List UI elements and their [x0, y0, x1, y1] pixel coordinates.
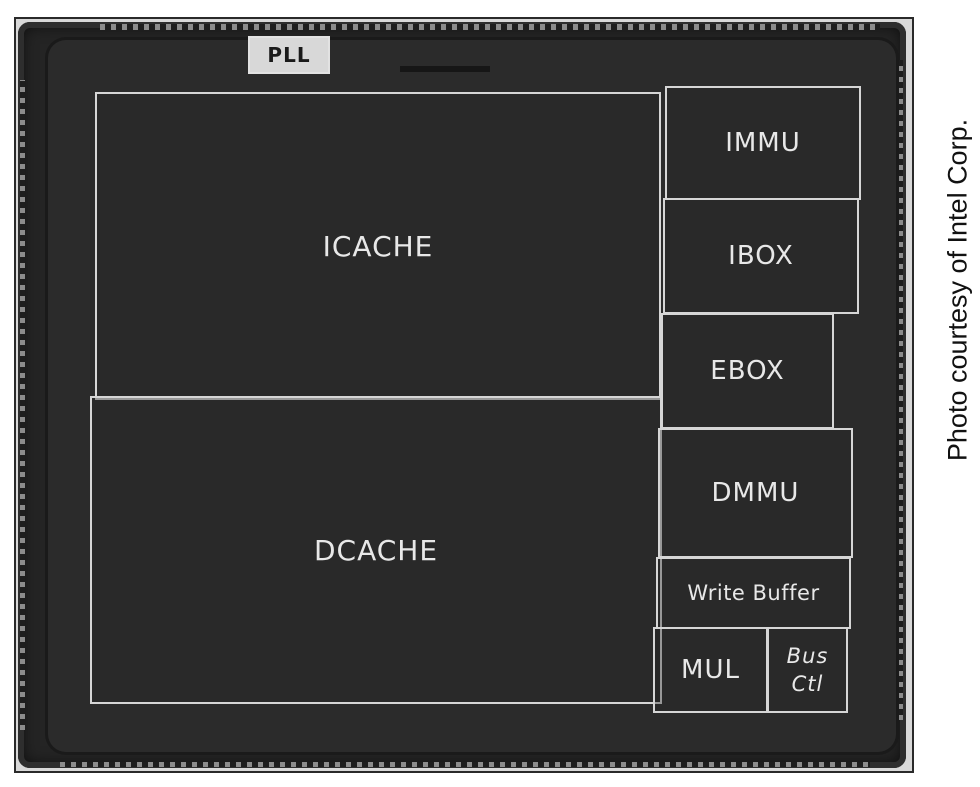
- block-dcache: DCACHE: [90, 396, 662, 704]
- photo-credit: Photo courtesy of Intel Corp.: [943, 119, 974, 461]
- block-bus-ctl-label-line1: Bus: [787, 642, 829, 670]
- block-dmmu-label: DMMU: [712, 478, 800, 508]
- block-pll: PLL: [248, 36, 330, 74]
- block-bus-ctl: Bus Ctl: [767, 627, 848, 713]
- block-ebox: EBOX: [661, 313, 834, 429]
- block-bus-ctl-label-line2: Ctl: [792, 670, 824, 698]
- block-ebox-label: EBOX: [710, 356, 784, 386]
- block-write-buffer: Write Buffer: [656, 557, 851, 629]
- block-mul-label: MUL: [681, 655, 740, 685]
- block-mul: MUL: [653, 627, 768, 713]
- block-ibox: IBOX: [663, 198, 859, 314]
- block-ibox-label: IBOX: [728, 241, 794, 271]
- pad-ring-top: [100, 24, 880, 30]
- block-icache: ICACHE: [95, 92, 661, 400]
- block-immu-label: IMMU: [725, 128, 801, 158]
- block-icache-label: ICACHE: [323, 230, 434, 263]
- block-pll-label: PLL: [267, 43, 310, 67]
- block-dcache-label: DCACHE: [314, 534, 438, 567]
- block-write-buffer-label: Write Buffer: [687, 581, 819, 605]
- pll-strip: [400, 66, 490, 72]
- block-dmmu: DMMU: [658, 428, 853, 558]
- pad-ring-bottom: [60, 762, 870, 767]
- pad-ring-right: [898, 60, 903, 720]
- pad-ring-left: [20, 80, 25, 730]
- block-immu: IMMU: [665, 86, 861, 200]
